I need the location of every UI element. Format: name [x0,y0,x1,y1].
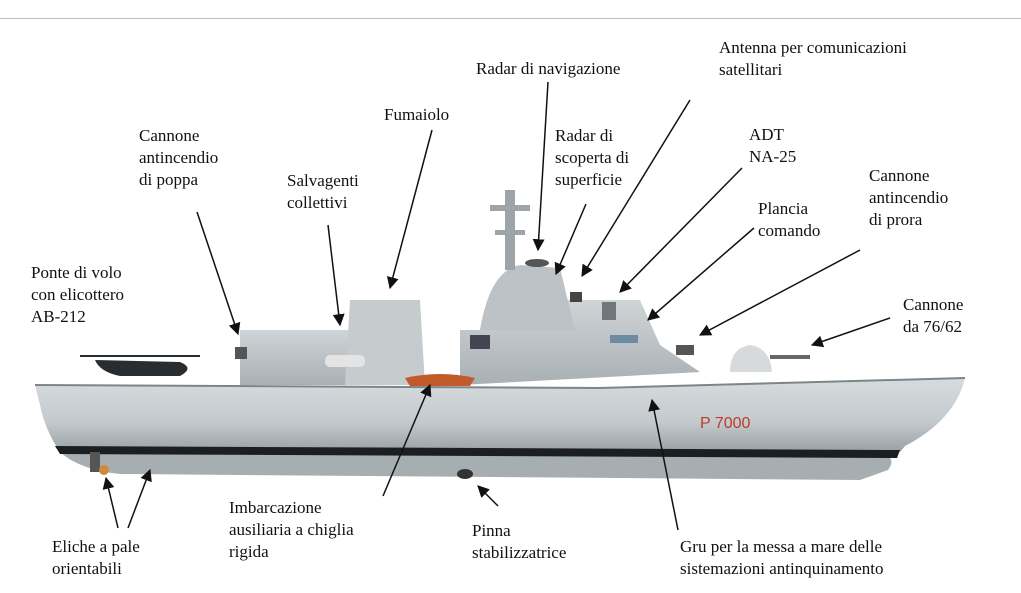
deck-edge [34,377,966,390]
label-fumaiolo: Fumaiolo [384,105,450,124]
arrow-imbarcazione [382,383,432,497]
waterline-stripe [55,446,900,458]
arrow-gru [648,398,679,531]
arrow-fumaiolo [386,129,433,290]
arrow-antenna [581,99,691,278]
label-eliche: Eliche a pale orientabili [52,537,140,578]
main-superstructure [460,300,700,385]
helicopter [95,360,188,376]
nav-radar [525,259,549,267]
label-antenna-satellitari: Antenna per comunicazioni satellitari [719,38,907,79]
arrow-cannone-prora [698,249,861,336]
bridge-windows [610,335,638,343]
arrow-radar-nav [532,81,549,252]
label-gru: Gru per la messa a mare delle sistemazio… [680,537,884,578]
arrow-adt [619,167,743,293]
hull-marking: P 7000 [700,415,751,432]
top-divider [0,18,1021,19]
funnel-block [345,300,425,385]
label-plancia: Plancia comando [758,199,821,240]
arrow-elica-2 [127,468,152,529]
gun-turret [730,345,772,372]
label-pinna: Pinna stabilizzatrice [472,521,567,562]
rigid-boat [405,374,475,386]
arrow-salvagenti [327,224,345,327]
main-hull [35,378,965,452]
arrow-cannone-poppa [196,211,241,336]
label-salvagenti: Salvagenti collettivi [287,171,359,212]
label-ponte-volo: Ponte di volo con elicottero AB-212 [31,263,124,326]
arrow-pinna [477,485,499,507]
label-adt: ADT NA-25 [749,125,797,166]
label-cannone-76: Cannone da 76/62 [903,295,964,336]
mast-base [480,265,575,330]
life-rafts [325,355,365,367]
arrow-elica-1 [102,476,119,529]
label-radar-scoperta: Radar di scoperta di superficie [555,126,630,189]
label-cannone-prora: Cannone antincendio di prora [869,166,949,229]
label-imbarcazione: Imbarcazione ausiliaria a chiglia rigida [229,498,354,561]
label-cannone-poppa: Cannone antincendio di poppa [139,126,219,189]
arrow-radar-surface [554,203,587,276]
label-radar-navigazione: Radar di navigazione [476,59,621,78]
arrow-plancia [647,227,755,321]
arrow-cannone-76 [810,317,891,348]
lower-hull [60,452,892,480]
